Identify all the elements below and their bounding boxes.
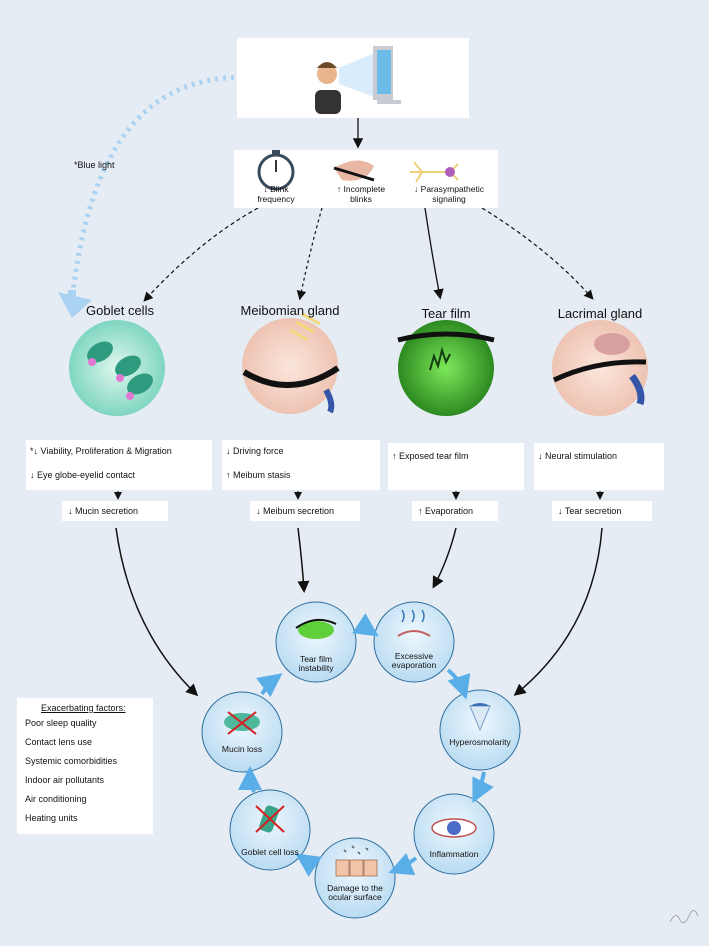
cycle-label-goblet-cell-loss: Goblet cell loss (241, 847, 299, 857)
parasympathetic-label: ↓ Parasympathetic signaling (414, 184, 484, 204)
factor-item: Indoor air pollutants (25, 775, 105, 785)
tear-film-illustration (398, 320, 494, 416)
cycle-label-inflammation: Inflammation (429, 849, 479, 859)
meibomian-gland-details: ↓ Driving force ↑ Meibum stasis (222, 440, 380, 490)
blink-frequency-label: ↓ Blink frequency (257, 184, 295, 204)
meibomian-gland-illustration (242, 318, 338, 414)
incomplete-blinks-label: ↑ Incomplete blinks (336, 184, 386, 204)
exacerbating-factors-title: Exacerbating factors: (41, 703, 126, 713)
cycle-damage-ocular-surface (314, 837, 396, 919)
blue-light-label: *Blue light (74, 160, 115, 170)
mucin-secretion-box: ↓ Mucin secretion (62, 501, 168, 521)
goblet-cells-details: *↓ Viability, Proliferation & Migration … (26, 440, 212, 490)
cycle-circles (201, 601, 521, 919)
blue-light-arrow (69, 74, 259, 301)
cycle-label-mucin-loss: Mucin loss (221, 744, 263, 754)
factor-item: Heating units (25, 813, 78, 823)
blue-light-arrowhead (58, 292, 92, 318)
screen-use-box (237, 38, 469, 118)
signature (669, 910, 699, 924)
person-at-computer-icon (315, 46, 401, 114)
lacrimal-gland-illustration (552, 320, 648, 416)
cycle-label-damage-ocular-surface: Damage to the ocular surface (327, 883, 383, 903)
blink-factors-box: ↓ Blink frequency ↑ Incomplete blinks ↓ … (234, 150, 498, 208)
lacrimal-gland-title: Lacrimal gland (557, 306, 643, 321)
factor-item: Air conditioning (25, 794, 87, 804)
cycle-excessive-evaporation (373, 601, 455, 683)
cycle-label-excessive-evaporation: Excessive evaporation (391, 651, 437, 671)
tear-secretion-box: ↓ Tear secretion (552, 501, 652, 521)
tear-film-details: ↑ Exposed tear film (388, 443, 524, 490)
meibum-secretion-box: ↓ Meibum secretion (250, 501, 360, 521)
lacrimal-gland-details: ↓ Neural stimulation (534, 443, 664, 490)
meibomian-gland-title: Meibomian gland (240, 303, 340, 318)
factor-item: Poor sleep quality (25, 718, 97, 728)
factor-item: Contact lens use (25, 737, 93, 747)
tear-film-title: Tear film (421, 306, 471, 321)
neuron-icon (410, 161, 459, 183)
cycle-label-tear-film-instability: Tear film instability (298, 654, 334, 674)
cycle-mucin-loss (201, 691, 283, 773)
factor-item: Systemic comorbidities (25, 756, 118, 766)
evaporation-box: ↑ Evaporation (412, 501, 498, 521)
goblet-cells-title: Goblet cells (86, 303, 154, 318)
cycle-label-hyperosmolarity: Hyperosmolarity (449, 737, 511, 747)
exacerbating-factors-box: Exacerbating factors: Poor sleep quality… (17, 698, 153, 834)
cycle-tear-film-instability (275, 601, 357, 683)
